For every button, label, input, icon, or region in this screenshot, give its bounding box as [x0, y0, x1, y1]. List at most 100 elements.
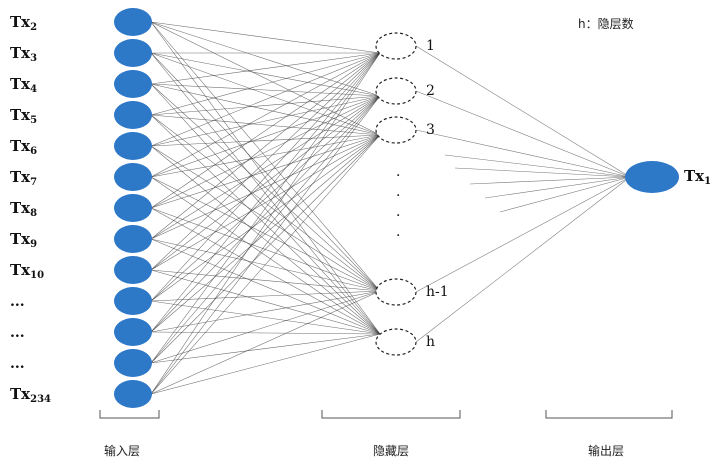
input-node-label: Tx7	[10, 168, 37, 188]
input-hidden-connection	[150, 238, 381, 335]
input-node	[114, 101, 152, 129]
input-hidden-connection	[150, 52, 381, 364]
input-hidden-connection	[150, 145, 381, 335]
input-node-label: Tx8	[10, 199, 37, 219]
hidden-node-label: 1	[426, 38, 435, 54]
hidden-layer-caption: 隐藏层	[373, 444, 409, 458]
input-hidden-connection	[150, 95, 381, 240]
hidden-node	[375, 278, 417, 306]
input-hidden-connection	[150, 95, 381, 302]
input-hidden-connection	[150, 290, 381, 333]
output-layer-brace	[545, 410, 673, 419]
input-hidden-connection	[150, 52, 381, 85]
input-hidden-connection	[150, 300, 381, 335]
input-node	[114, 8, 152, 36]
input-hidden-connection	[150, 331, 381, 335]
input-hidden-connection	[150, 134, 381, 364]
hidden-layer-count-note: h：隐层数	[578, 16, 634, 31]
hidden-output-connection	[469, 176, 631, 185]
hidden-node	[375, 77, 417, 105]
input-node-label: Tx9	[10, 230, 37, 250]
input-hidden-connection	[150, 134, 381, 302]
input-hidden-connection	[150, 52, 381, 116]
labels: Tx2Tx3Tx4Tx5Tx6Tx7Tx8Tx9Tx10.........Tx2…	[10, 13, 711, 405]
input-hidden-connection	[150, 52, 381, 209]
input-hidden-connection	[150, 290, 381, 302]
input-hidden-connection	[150, 134, 381, 178]
input-hidden-connection	[150, 52, 381, 136]
connections	[150, 21, 631, 395]
input-node	[114, 163, 152, 191]
input-hidden-connection	[150, 114, 381, 335]
input-hidden-connection	[150, 52, 381, 335]
input-hidden-connection	[150, 95, 381, 395]
hidden-output-connection	[484, 176, 631, 199]
input-hidden-connection	[150, 269, 381, 292]
input-node-label: Tx234	[10, 385, 51, 405]
input-hidden-connection	[150, 333, 381, 395]
input-node-label: ...	[10, 356, 25, 372]
input-node	[114, 287, 152, 315]
input-hidden-connection	[150, 238, 381, 292]
input-hidden-connection	[150, 52, 381, 97]
hidden-output-connection	[415, 45, 631, 178]
input-node-label: Tx6	[10, 137, 37, 157]
hidden-output-connection	[499, 176, 631, 213]
hidden-output-connection	[444, 154, 631, 178]
input-node	[114, 349, 152, 377]
input-hidden-connection	[150, 134, 381, 271]
input-node-label: Tx3	[10, 44, 37, 64]
input-hidden-connection	[150, 52, 381, 240]
input-node-label: Tx10	[10, 261, 44, 281]
input-node-label: Tx5	[10, 106, 37, 126]
input-hidden-connection	[150, 95, 381, 147]
input-node	[114, 194, 152, 222]
input-node	[114, 318, 152, 346]
output-node	[625, 161, 679, 193]
hidden-output-connection	[415, 176, 631, 343]
nodes	[114, 8, 679, 408]
input-hidden-connection	[150, 83, 381, 335]
input-node-label: ...	[10, 325, 25, 341]
input-hidden-connection	[150, 21, 381, 335]
input-hidden-connection	[150, 134, 381, 395]
input-hidden-connection	[150, 52, 381, 147]
input-hidden-connection	[150, 134, 381, 333]
input-hidden-connection	[150, 207, 381, 335]
input-node-label: ...	[10, 294, 25, 310]
hidden-node-label: 2	[426, 83, 435, 99]
input-hidden-connection	[150, 52, 381, 302]
input-hidden-connection	[150, 95, 381, 333]
hidden-node-label: h	[426, 334, 435, 350]
input-hidden-connection	[150, 269, 381, 335]
hidden-node	[375, 116, 417, 144]
input-node	[114, 225, 152, 253]
input-node	[114, 256, 152, 284]
input-hidden-connection	[150, 52, 381, 271]
input-hidden-connection	[150, 176, 381, 335]
input-hidden-connection	[150, 52, 381, 178]
input-hidden-connection	[150, 95, 381, 271]
hidden-ellipsis-dot: ·	[396, 168, 400, 184]
output-layer-caption: 输出层	[588, 443, 624, 458]
input-node	[114, 39, 152, 67]
input-hidden-connection	[150, 134, 381, 209]
hidden-layer-brace	[321, 410, 461, 419]
input-hidden-connection	[150, 83, 381, 136]
input-hidden-connection	[150, 21, 381, 54]
input-node-label: Tx2	[10, 13, 37, 33]
input-layer-caption: 输入层	[104, 443, 140, 458]
input-hidden-connection	[150, 290, 381, 395]
input-hidden-connection	[150, 21, 381, 97]
input-hidden-connection	[150, 95, 381, 364]
hidden-output-connection	[415, 176, 631, 293]
output-node-label: Tx1	[684, 167, 711, 187]
hidden-ellipsis-dot: ·	[396, 228, 400, 244]
hidden-node-label: 3	[426, 122, 435, 138]
input-hidden-connection	[150, 52, 381, 395]
input-hidden-connection	[150, 333, 381, 364]
hidden-output-connection	[454, 167, 631, 178]
input-hidden-connection	[150, 114, 381, 136]
input-hidden-connection	[150, 52, 381, 333]
hidden-ellipsis-dot: ·	[396, 188, 400, 204]
